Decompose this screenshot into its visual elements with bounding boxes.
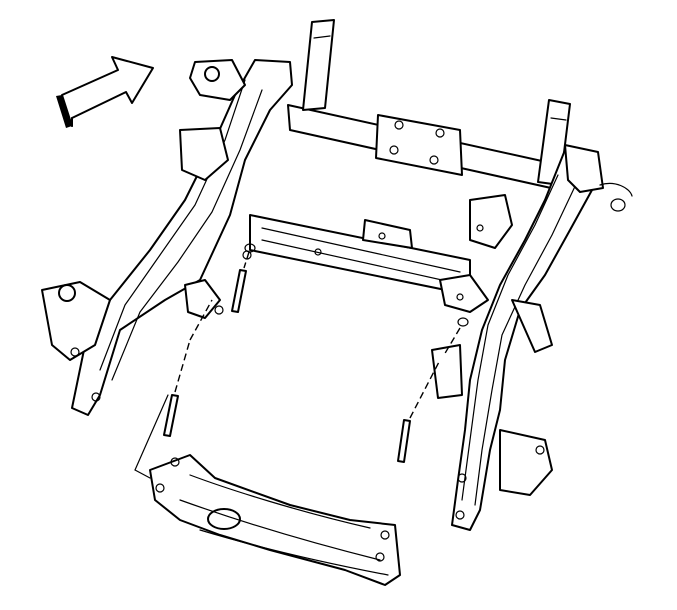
left-upper-bolt — [231, 243, 256, 313]
left-frame-rail — [41, 59, 293, 416]
upper-left-post — [302, 19, 335, 111]
assembly-leader-lines — [134, 394, 169, 479]
right-frame-rail — [431, 144, 633, 531]
front-direction-arrow-icon — [56, 56, 154, 128]
right-mounting-bolt — [397, 317, 469, 463]
rear-crossmember — [287, 104, 561, 191]
lower-skid-plate — [149, 454, 401, 586]
left-mounting-bolt — [163, 299, 213, 437]
front-crossmember — [249, 214, 471, 296]
